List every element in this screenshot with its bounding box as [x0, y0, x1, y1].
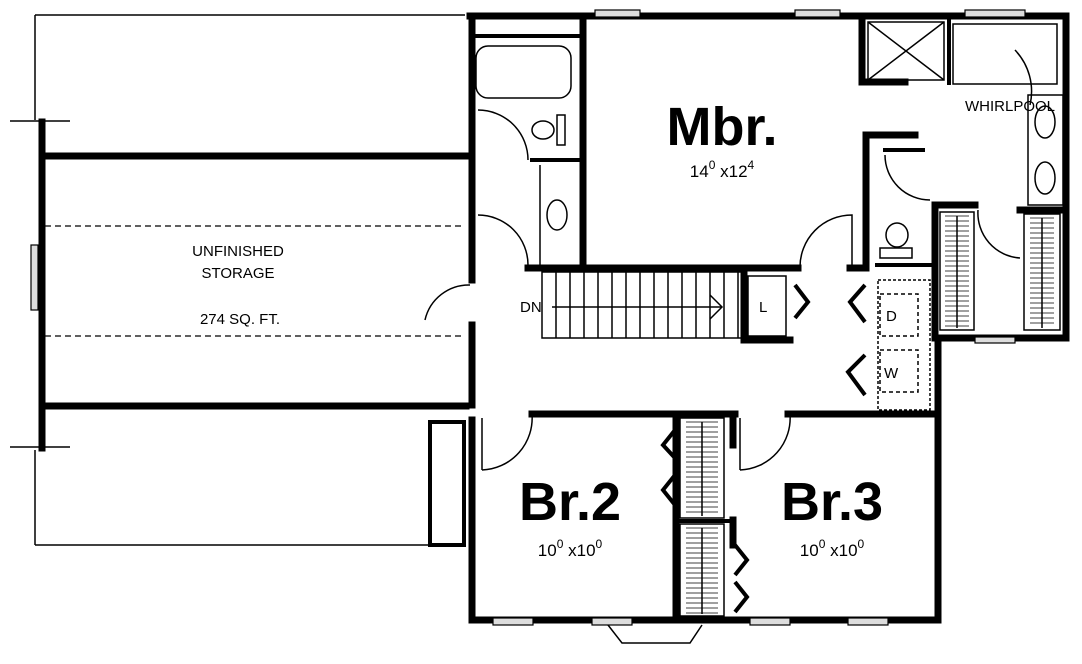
master-bedroom-dimensions: 140 x124 — [690, 158, 755, 181]
stairs-down-label: DN — [520, 299, 542, 316]
dryer-label: D — [886, 308, 897, 325]
storage-label-line2: STORAGE — [201, 265, 274, 282]
bedroom-3-name: Br.3 — [781, 472, 883, 532]
bedrooms: Br.2 100 x100 Br.3 100 x100 — [481, 410, 940, 614]
whirlpool-label: WHIRLPOOL — [965, 98, 1055, 115]
bedroom-2-name: Br.2 — [519, 472, 621, 532]
bedroom-2-dimensions: 100 x100 — [538, 537, 603, 560]
hall-bath — [472, 34, 583, 266]
master-bath: WHIRLPOOL — [858, 16, 1068, 342]
storage-area — [10, 14, 470, 547]
closets — [672, 211, 1061, 624]
master-bedroom: Mbr. 140 x124 — [524, 12, 870, 272]
washer-label: W — [884, 365, 899, 382]
master-bedroom-name: Mbr. — [666, 97, 777, 157]
stairs: DN L — [424, 268, 867, 344]
storage-label-line1: UNFINISHED — [192, 243, 284, 260]
bedroom-3-dimensions: 100 x100 — [800, 537, 865, 560]
storage-area-size: 274 SQ. FT. — [200, 311, 280, 328]
laundry: D W — [845, 279, 931, 411]
linen-closet-label: L — [759, 299, 767, 316]
